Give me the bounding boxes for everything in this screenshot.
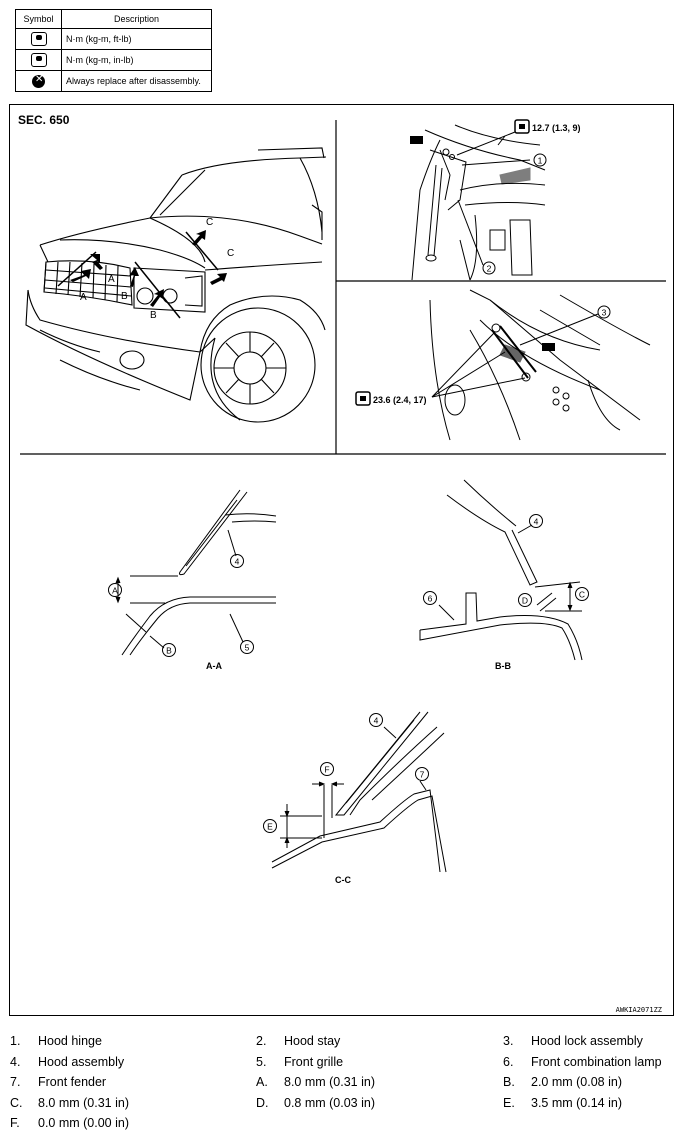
grease-icon (410, 136, 423, 144)
symbol-row: N·m (kg-m, ft-lb) (15, 28, 212, 50)
legend-item: 5.Front grille (256, 1055, 344, 1069)
section-a-a (115, 489, 277, 656)
section-label: SEC. 650 (18, 113, 70, 127)
section-label-cc: C-C (335, 875, 351, 885)
grease-icon (542, 343, 555, 351)
legend-item: 7.Front fender (10, 1075, 107, 1089)
section-c-c (271, 711, 447, 873)
view-letter-c: C (227, 248, 234, 259)
legend-item: 3.Hood lock assembly (503, 1034, 643, 1048)
callout-1: 1 (538, 156, 543, 166)
dim-letter-c: C (579, 590, 585, 600)
view-letter-a: A (80, 292, 87, 303)
torque-value-hinge: 12.7 (1.3, 9) (532, 123, 581, 133)
section-label-aa: A-A (206, 661, 222, 671)
callout-2: 2 (487, 264, 492, 274)
view-letter-c: C (206, 217, 213, 228)
legend-item: D.0.8 mm (0.03 in) (256, 1096, 376, 1110)
view-letter-b: B (121, 291, 128, 302)
legend-item: 1.Hood hinge (10, 1034, 102, 1048)
callout-6: 6 (428, 594, 433, 604)
section-label-bb: B-B (495, 661, 511, 671)
legend-item: 4.Hood assembly (10, 1055, 125, 1069)
torque-wrench-small-icon (30, 53, 47, 67)
truck-front-illustration (25, 147, 327, 423)
legend-item: F.0.0 mm (0.00 in) (10, 1116, 130, 1130)
legend-item: 6.Front combination lamp (503, 1055, 662, 1069)
callout-4: 4 (534, 517, 539, 527)
torque-wrench-icon (30, 32, 47, 46)
callout-7: 7 (420, 770, 425, 780)
legend-item: C.8.0 mm (0.31 in) (10, 1096, 130, 1110)
callout-4: 4 (374, 716, 379, 726)
hood-hinge-detail (411, 124, 546, 281)
symbol-table: Symbol Description N·m (kg-m, ft-lb) N·m… (15, 9, 212, 92)
symbol-description: Always replace after disassembly. (61, 70, 212, 92)
dim-letter-b: B (166, 646, 172, 656)
legend-item: E.3.5 mm (0.14 in) (503, 1096, 623, 1110)
callout-3: 3 (602, 308, 607, 318)
diagram-frame (9, 104, 674, 1016)
dim-letter-e: E (267, 822, 273, 832)
torque-value-lock: 23.6 (2.4, 17) (373, 395, 427, 405)
dim-letter-a: A (112, 586, 118, 596)
figure-code: AWKIA2071ZZ (616, 1006, 662, 1014)
torque-wrench-icon (514, 119, 530, 134)
legend-item: B.2.0 mm (0.08 in) (503, 1075, 623, 1089)
legend-item: 2.Hood stay (256, 1034, 341, 1048)
callout-5: 5 (245, 643, 250, 653)
callout-4: 4 (235, 557, 240, 567)
dim-letter-f: F (324, 765, 329, 775)
view-letter-b: B (150, 310, 157, 321)
hood-assembly-diagram: SEC. 650 (18, 113, 666, 1014)
view-letter-a: A (108, 274, 115, 285)
replace-x-icon (32, 74, 45, 88)
section-markers (57, 230, 227, 319)
dim-letter-d: D (522, 596, 528, 606)
section-b-b (419, 479, 583, 661)
hood-lock-detail (429, 289, 651, 441)
legend-item: A.8.0 mm (0.31 in) (256, 1075, 376, 1089)
symbol-table-header: Symbol Description (15, 9, 212, 29)
torque-wrench-icon (355, 391, 371, 406)
symbol-row: Always replace after disassembly. (15, 70, 212, 92)
